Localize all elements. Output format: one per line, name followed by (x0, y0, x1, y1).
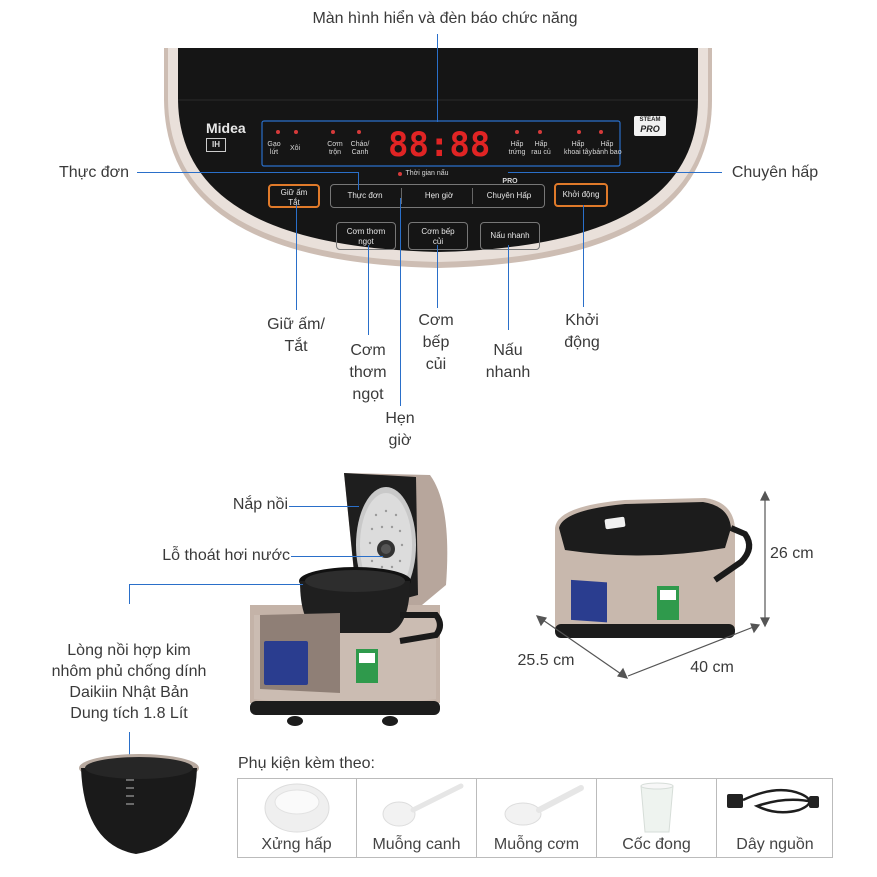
menu-timer-steam-group (330, 184, 545, 208)
steam-pro-badge: STEAM PRO (634, 116, 666, 136)
inner-pot-illustration (76, 750, 202, 860)
callout-lid: Nắp nồi (232, 496, 288, 513)
accessory-rice-paddle-label: Muỗng cơm (493, 836, 580, 853)
menu-button[interactable]: Thực đơn (347, 191, 383, 200)
accessories-box (237, 778, 833, 858)
accessory-rice-paddle: Muỗng cơm (477, 778, 597, 858)
pro-mark: PRO (502, 178, 518, 185)
dimension-height: 26 cm (770, 545, 814, 562)
keep-warm-label: Giữ ấm (280, 188, 308, 197)
accessory-measuring-cup-label: Cốc đong (622, 836, 691, 853)
keep-warm-label-2: Tắt (288, 198, 300, 207)
dimension-depth: 25.5 cm (517, 652, 575, 669)
quick-cook-button[interactable]: Nấu nhanh (480, 222, 540, 250)
accessory-soup-ladle-label: Muỗng canh (372, 836, 461, 853)
led-display: 88:88 (388, 125, 491, 165)
steam-button[interactable]: Chuyên Hấp (486, 191, 532, 200)
accessory-steamer: Xửng hấp (237, 778, 357, 858)
dimension-width: 40 cm (690, 659, 734, 676)
indicator-porridge: Cháo/Canh (350, 141, 370, 156)
accessory-power-cord: Dây nguồn (717, 778, 833, 858)
keep-warm-button[interactable]: Giữ ấm Tắt (268, 184, 320, 208)
accessories-heading: Phụ kiện kèm theo: (238, 755, 375, 772)
steam-pro-bottom: PRO (640, 124, 660, 134)
sweet-rice-label: Cơm thơm (346, 227, 386, 236)
accessory-soup-ladle: Muỗng canh (357, 778, 477, 858)
wood-rice-label-2: củi (432, 237, 444, 246)
ih-badge: IH (206, 138, 226, 152)
wood-rice-label: Cơm bếp (421, 227, 455, 236)
closed-cooker-illustration (545, 488, 760, 658)
wood-rice-button[interactable]: Cơm bếp củi (408, 222, 468, 250)
callout-steam: Chuyên hấp (731, 164, 819, 181)
callout-menu: Thực đơn (58, 164, 130, 181)
accessory-measuring-cup: Cốc đong (597, 778, 717, 858)
sweet-rice-label-2: ngọt (358, 237, 374, 246)
brand-logo: Midea (206, 120, 246, 136)
indicator-sticky: Xôi (289, 145, 301, 152)
accessory-power-cord-label: Dây nguồn (736, 836, 814, 853)
callout-vent: Lỗ thoát hơi nước (162, 547, 290, 564)
sweet-rice-button[interactable]: Cơm thơm ngọt (336, 222, 396, 250)
start-button[interactable]: Khởi động (554, 183, 608, 207)
callout-inner-pot: Lòng nồi hợp kim nhôm phủ chống dính Dai… (51, 642, 207, 722)
accessory-steamer-label: Xửng hấp (261, 836, 332, 853)
open-cooker-illustration (240, 465, 450, 730)
callout-keep-warm: Giữ ấm/Tắt (267, 316, 325, 355)
callout-display: Màn hình hiển và đèn báo chức năng (312, 10, 578, 27)
timer-button[interactable]: Hẹn giờ (424, 191, 454, 200)
steam-pro-top: STEAM (639, 117, 661, 123)
timer-indicator: Thời gian nấu (405, 170, 449, 177)
